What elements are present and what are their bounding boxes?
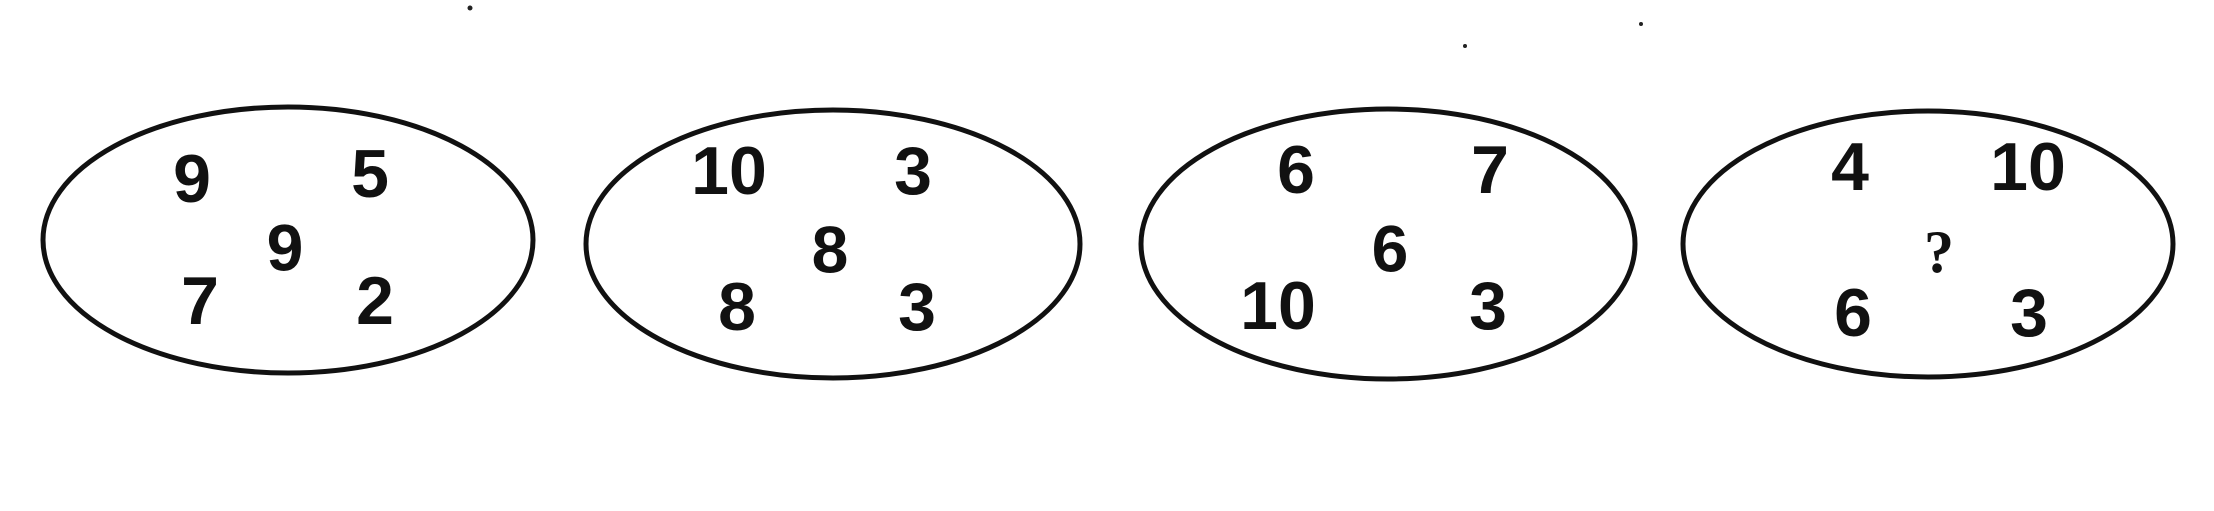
ellipse-4-center-question-mark: ?	[1924, 219, 1954, 285]
ellipse-2-bottom-right: 3	[898, 269, 936, 345]
ellipse-1-outline	[40, 104, 536, 376]
ellipse-group-1: 9 5 9 7 2	[40, 104, 536, 376]
ellipse-2-top-left: 10	[691, 133, 767, 209]
ellipse-4-top-left: 4	[1831, 129, 1869, 205]
ellipse-3-bottom-right: 3	[1469, 268, 1507, 344]
ellipse-4-top-right: 10	[1990, 129, 2066, 205]
ellipse-4-outline	[1680, 108, 2176, 380]
ellipse-3-center: 6	[1372, 211, 1409, 285]
ellipse-2-bottom-left: 8	[718, 269, 756, 345]
ellipse-3-bottom-left: 10	[1240, 268, 1316, 344]
scan-speck	[1463, 44, 1467, 48]
ellipse-group-3: 6 7 6 10 3	[1138, 106, 1638, 382]
ellipse-4-bottom-right: 3	[2010, 275, 2048, 351]
ellipse-2-center: 8	[812, 212, 849, 286]
ellipse-4-bottom-left: 6	[1834, 275, 1872, 351]
scan-speck	[467, 5, 473, 11]
ellipse-3-outline	[1138, 106, 1638, 382]
ellipse-1-top-right: 5	[351, 136, 389, 212]
ellipse-3-top-left: 6	[1277, 132, 1315, 208]
ellipse-2-outline	[583, 107, 1083, 381]
ellipse-group-2: 10 3 8 8 3	[583, 107, 1083, 381]
ellipse-2-top-right: 3	[894, 133, 932, 209]
ellipse-1-top-left: 9	[173, 141, 211, 217]
ellipse-1-bottom-left: 7	[181, 263, 219, 339]
ellipse-3-top-right: 7	[1471, 132, 1509, 208]
ellipse-group-4: 4 10 ? 6 3	[1680, 108, 2176, 380]
ellipse-1-center: 9	[267, 210, 304, 284]
ellipse-1-bottom-right: 2	[356, 263, 394, 339]
scan-speck	[1639, 22, 1643, 26]
